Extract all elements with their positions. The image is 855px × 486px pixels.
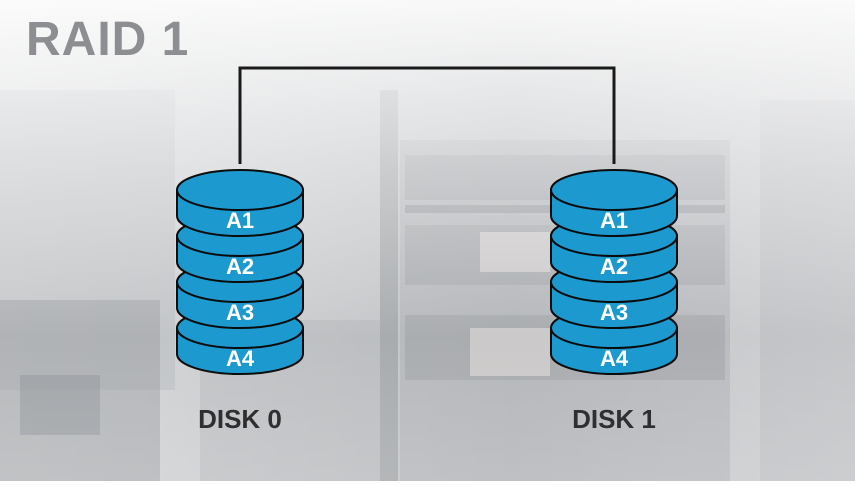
data-block-label: A3 (226, 300, 254, 325)
disk-0-label: DISK 0 (198, 404, 282, 434)
disk-1-label: DISK 1 (572, 404, 656, 434)
data-block-label: A1 (600, 208, 628, 233)
data-block-label: A2 (226, 254, 254, 279)
data-block-label: A4 (226, 346, 255, 371)
mirror-connector-line (238, 66, 616, 164)
page-title: RAID 1 (26, 13, 190, 66)
platter-top (550, 169, 678, 211)
data-block-label: A3 (600, 300, 628, 325)
data-block-label: A1 (226, 208, 254, 233)
data-block-label: A4 (600, 346, 629, 371)
platter-top (176, 169, 304, 211)
data-block-label: A2 (600, 254, 628, 279)
